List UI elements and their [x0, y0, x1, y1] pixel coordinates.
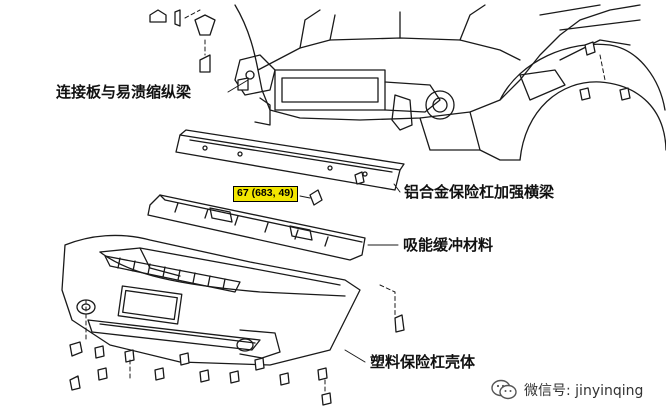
torque-spec-badge: 67 (683, 49) [233, 186, 298, 202]
vehicle-front-body [234, 4, 666, 161]
assembly-lines [85, 9, 606, 393]
watermark: 微信号: jinyinqing [490, 378, 643, 402]
label-bumper-cover: 塑料保险杠壳体 [370, 353, 476, 371]
bumper-cover-drawing [61, 234, 361, 366]
label-energy-absorber: 吸能缓冲材料 [403, 236, 494, 254]
reinforcement-beam-drawing [175, 129, 405, 191]
label-reinforcement-beam: 铝合金保险杠加强横梁 [404, 183, 555, 201]
leader-lines [227, 79, 401, 363]
fasteners [69, 9, 631, 406]
label-connecting-plate: 连接板与易溃缩纵梁 [56, 83, 192, 101]
energy-absorber-drawing [147, 194, 366, 261]
wechat-icon [491, 379, 517, 400]
watermark-text: 微信号: jinyinqing [524, 383, 644, 399]
